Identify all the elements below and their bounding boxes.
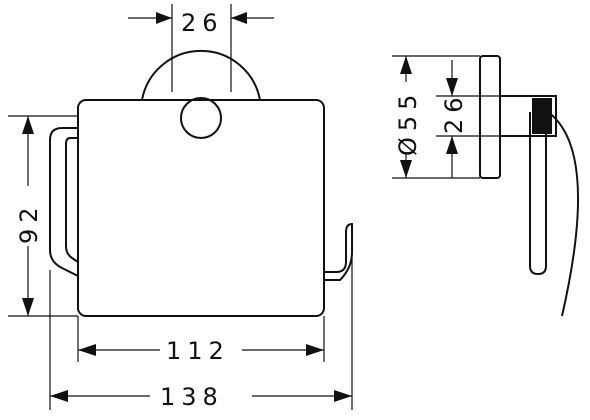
dim-overall-width: 138	[49, 230, 353, 411]
mount-insert	[532, 98, 552, 134]
vertical-arm	[529, 112, 547, 276]
dim-side-height-label: 26	[440, 91, 468, 134]
dim-overall-width-label: 138	[160, 383, 224, 411]
dim-top-width-label: 26	[181, 9, 224, 37]
left-bracket	[49, 127, 79, 277]
dim-height: 92	[8, 115, 78, 317]
mount-block	[499, 95, 557, 137]
cover-flap	[547, 111, 579, 317]
dim-top-width: 26	[128, 4, 274, 92]
dim-side-diameter: Ø55	[392, 55, 480, 179]
wall-plate	[479, 55, 501, 179]
rosette-arc	[141, 49, 261, 101]
dim-side-diameter-label: Ø55	[394, 89, 422, 156]
dim-side-height: 26	[436, 60, 500, 178]
front-view	[49, 49, 353, 317]
side-view	[479, 55, 579, 317]
left-bracket-inner	[65, 137, 79, 263]
right-hook	[324, 222, 353, 281]
knob-circle	[180, 97, 222, 139]
dim-inner-width: 112	[77, 316, 325, 365]
dim-inner-width-label: 112	[166, 337, 230, 365]
dim-height-label: 92	[15, 201, 43, 244]
cover-plate	[77, 99, 325, 317]
